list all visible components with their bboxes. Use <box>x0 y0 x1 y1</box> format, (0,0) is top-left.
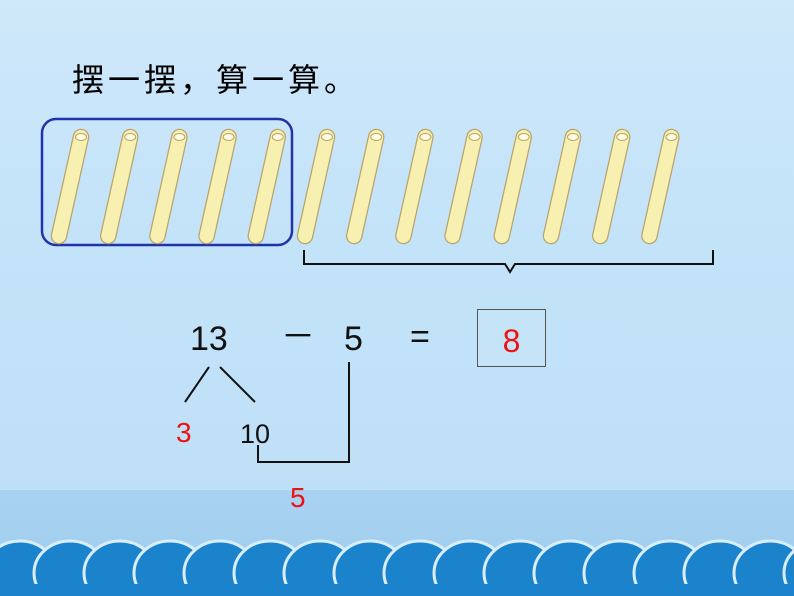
stick-end <box>173 133 186 141</box>
counting-stick <box>199 130 236 243</box>
stick-end <box>370 133 383 141</box>
subtraction-bracket <box>257 362 350 463</box>
stick-end <box>517 133 530 141</box>
intermediate-result: 5 <box>290 482 306 513</box>
counting-stick <box>396 130 433 243</box>
answer-box[interactable]: 8 <box>477 309 546 367</box>
counting-stick <box>248 130 285 243</box>
stick-end <box>124 133 137 141</box>
stick-end <box>321 133 333 141</box>
sticks-group <box>50 128 680 245</box>
stick-end <box>468 133 481 141</box>
remaining-sticks-brace <box>303 250 714 274</box>
counting-stick <box>101 130 138 243</box>
wave-crest <box>732 539 794 596</box>
split-line-left <box>184 366 210 403</box>
stick-end <box>616 133 629 141</box>
split-line-right <box>219 366 256 403</box>
group-of-five-box <box>40 117 294 247</box>
decomposition-part-3: 3 <box>176 417 192 448</box>
counting-stick <box>150 130 187 243</box>
subtrahend: 5 <box>344 320 363 358</box>
counting-stick <box>494 130 531 243</box>
stick-end <box>665 133 678 141</box>
counting-stick <box>347 130 384 243</box>
counting-stick <box>52 130 88 243</box>
answer-value: 8 <box>502 322 521 359</box>
stick-end <box>419 133 432 141</box>
instruction-title: 摆一摆，算一算。 <box>72 61 361 99</box>
stick-end <box>271 133 284 141</box>
counting-stick <box>445 130 482 243</box>
counting-stick <box>298 130 334 243</box>
counting-stick <box>544 130 580 243</box>
counting-stick <box>642 130 679 243</box>
wave-base <box>0 584 794 596</box>
stick-end <box>567 133 579 141</box>
minuend: 13 <box>190 320 228 358</box>
stick-end <box>222 133 235 141</box>
decomposition-part-10: 10 <box>240 419 271 449</box>
minus-sign: － <box>281 318 315 356</box>
counting-stick <box>593 130 630 243</box>
stick-end <box>75 133 87 141</box>
equals-sign: = <box>410 318 430 356</box>
